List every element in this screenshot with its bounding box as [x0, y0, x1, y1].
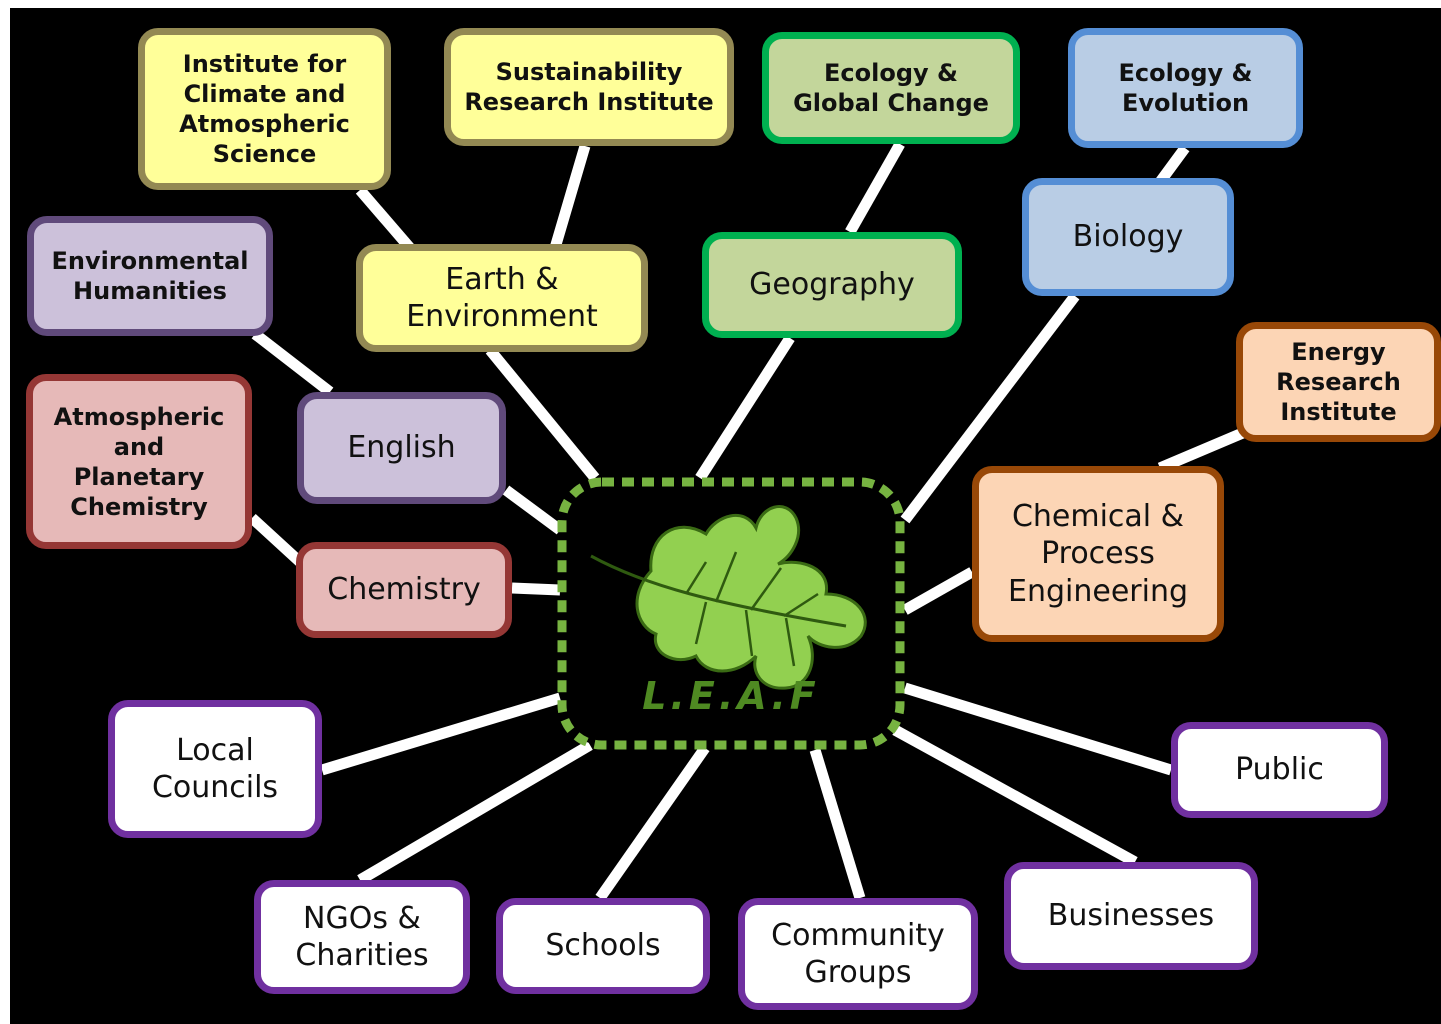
connector-line: [549, 144, 591, 250]
node-chemistry: Chemistry: [296, 542, 512, 638]
connector-line: [900, 292, 1080, 524]
connector-line: [251, 329, 334, 397]
node-ngos-charities: NGOs & Charities: [254, 880, 470, 994]
connector-line: [845, 141, 905, 235]
node-ecology-evolution: Ecology & Evolution: [1068, 28, 1303, 148]
connector-line: [903, 682, 1173, 776]
connector-line: [320, 692, 562, 776]
node-public: Public: [1171, 722, 1388, 818]
connector-line: [485, 346, 600, 482]
node-environmental-humanities: Environmental Humanities: [27, 216, 273, 336]
node-schools: Schools: [496, 898, 710, 994]
node-ecology-global-change: Ecology & Global Change: [762, 32, 1020, 144]
connector-line: [892, 725, 1138, 867]
node-energy-research-institute: Energy Research Institute: [1236, 322, 1441, 442]
connector-line: [502, 485, 564, 535]
node-atmospheric-planetary-chemistry: Atmospheric and Planetary Chemistry: [26, 374, 252, 549]
node-local-councils: Local Councils: [108, 700, 322, 838]
oak-leaf-icon: [590, 505, 867, 690]
connector-line: [357, 740, 593, 885]
node-earth-environment: Earth & Environment: [356, 244, 648, 352]
node-businesses: Businesses: [1004, 862, 1258, 970]
node-sustainability-institute: Sustainability Research Institute: [444, 28, 734, 146]
leaf-hub: L.E.A.F: [556, 476, 906, 751]
hub-label: L.E.A.F: [642, 674, 820, 718]
node-institute-climate: Institute for Climate and Atmospheric Sc…: [138, 28, 391, 190]
node-english: English: [297, 392, 506, 504]
connector-line: [695, 335, 795, 481]
connector-line: [355, 186, 415, 252]
node-geography: Geography: [702, 232, 962, 338]
connector-line: [1155, 144, 1190, 186]
connector-line: [595, 744, 710, 902]
connector-line: [902, 567, 975, 615]
connector-line: [809, 748, 866, 900]
node-chemical-process-engineering: Chemical & Process Engineering: [972, 466, 1224, 642]
connector-line: [511, 582, 561, 596]
node-biology: Biology: [1022, 178, 1234, 296]
connector-line: [248, 513, 304, 567]
connector-line: [1157, 426, 1248, 474]
node-community-groups: Community Groups: [738, 898, 978, 1010]
